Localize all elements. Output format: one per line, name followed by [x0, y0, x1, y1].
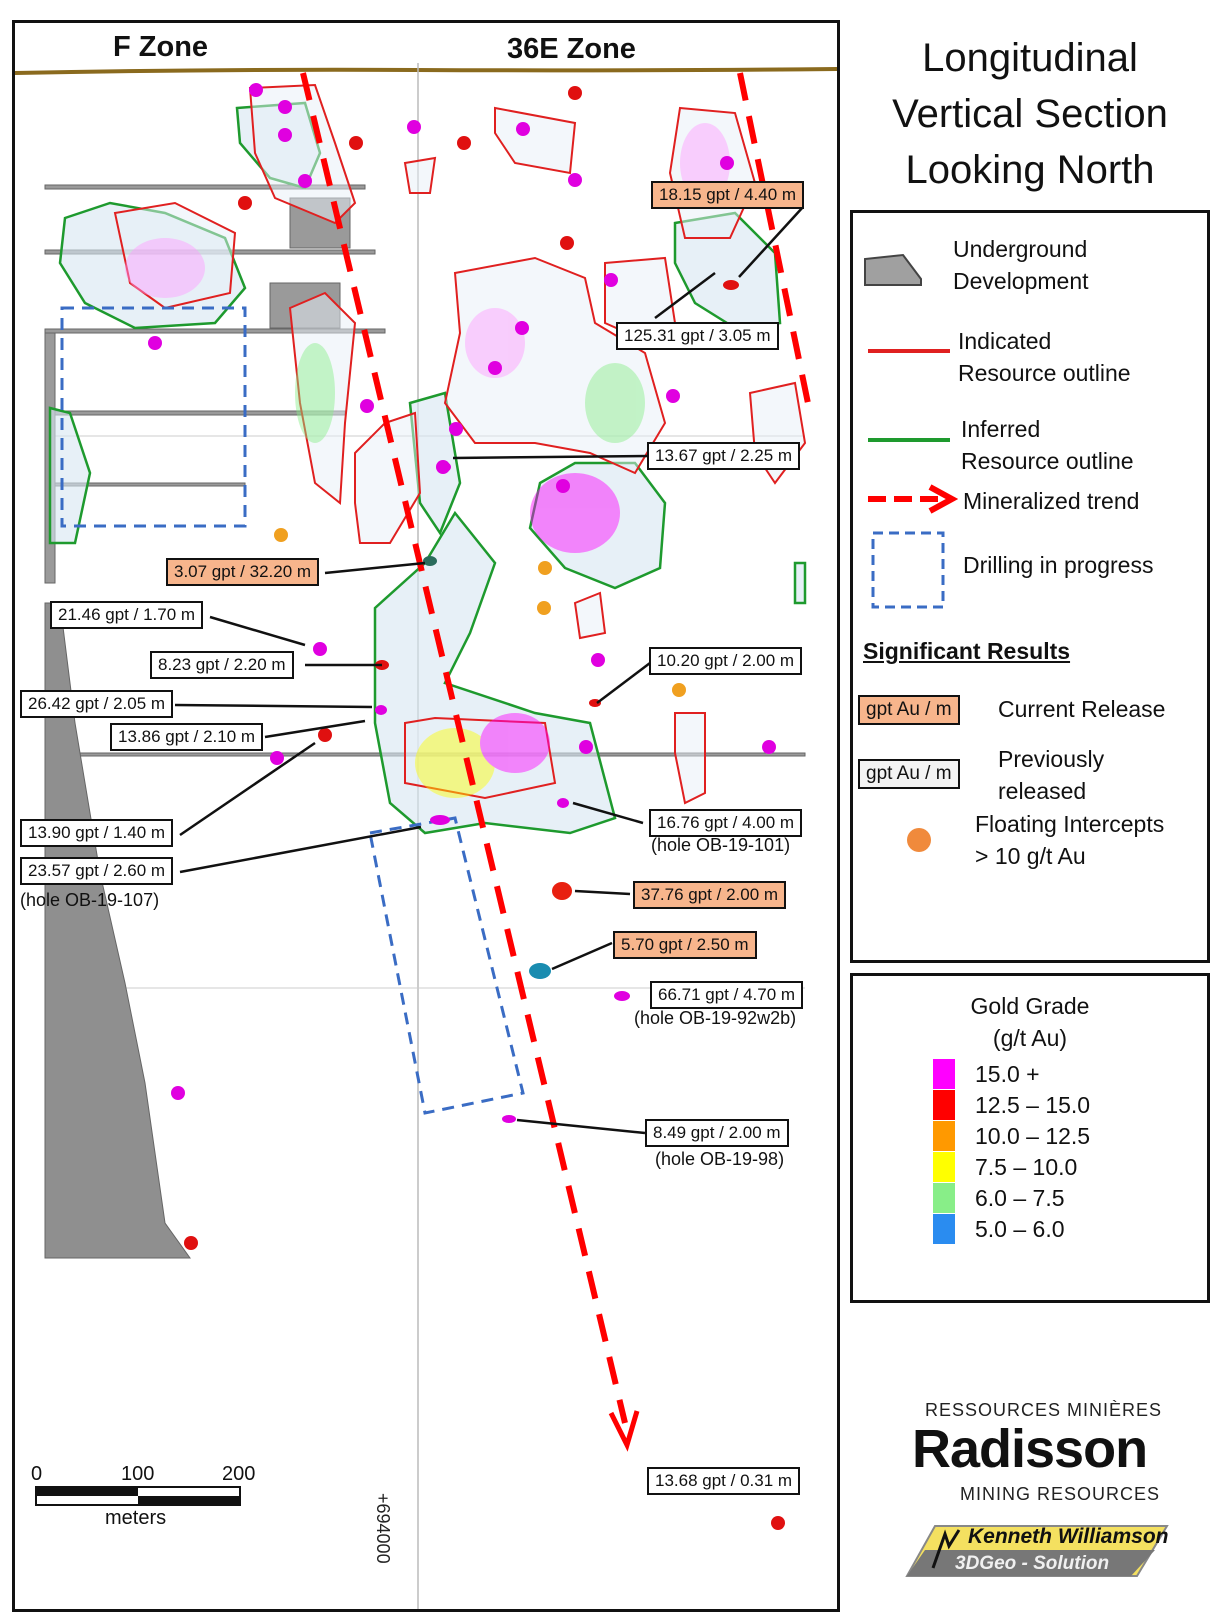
result-label: 5.70 gpt / 2.50 m	[613, 931, 757, 959]
floating-intercept-icon	[907, 828, 931, 852]
grade-label: 12.5 – 15.0	[975, 1091, 1091, 1118]
grade-label: 6.0 – 7.5	[975, 1184, 1065, 1211]
trend-arrowhead	[608, 1410, 640, 1452]
radisson-logo: Radisson	[912, 1419, 1148, 1479]
title-line-3: Looking North	[905, 148, 1155, 192]
legend-previous-label: Previously released	[998, 746, 1105, 804]
result-label: 13.68 gpt / 0.31 m	[647, 1467, 801, 1495]
leader-lines	[174, 206, 804, 1135]
scale-tick-200: 200	[222, 1463, 256, 1485]
pierce-points	[148, 83, 785, 1530]
legend-current-sample: gpt Au / m	[858, 695, 960, 725]
drilling-target-36e-deep	[368, 816, 525, 1115]
result-label: 66.71 gpt / 4.70 m	[650, 981, 804, 1009]
grade-legend-panel: Gold Grade (g/t Au) 15.0 + 12.5 – 15.0 10.…	[850, 973, 1210, 1303]
hole-note: (hole OB-19-92w2b)	[634, 1008, 797, 1028]
grade-row: 7.5 – 10.0	[933, 1152, 1077, 1182]
legend-significant-title: Significant Results	[863, 638, 1071, 664]
partner-name: Kenneth Williamson	[968, 1525, 1169, 1548]
result-label: 23.57 gpt / 2.60 m	[20, 857, 174, 885]
hole-note: (hole OB-19-107)	[20, 890, 160, 910]
legend-inferred: Inferred Resource outline	[961, 416, 1134, 474]
zone-title-f: F Zone	[113, 31, 209, 63]
result-label: 13.90 gpt / 1.40 m	[20, 819, 174, 847]
scale-tick-0: 0	[31, 1463, 43, 1485]
result-label: 26.42 gpt / 2.05 m	[20, 690, 174, 718]
hole-note: (hole OB-19-101)	[651, 835, 791, 855]
scale-bar	[35, 1486, 241, 1506]
legend-previous-sample: gpt Au / m	[858, 759, 960, 789]
legend-underground: Underground Development	[953, 236, 1089, 294]
section-map-canvas	[15, 63, 837, 1609]
grade-row: 12.5 – 15.0	[933, 1090, 1090, 1120]
indicated-outlines	[113, 83, 807, 805]
hole-note: (hole OB-19-98)	[655, 1149, 785, 1169]
grade-swatch	[933, 1059, 955, 1089]
grade-row: 10.0 – 12.5	[933, 1121, 1090, 1151]
result-label: 8.23 gpt / 2.20 m	[150, 651, 294, 679]
result-label: 13.86 gpt / 2.10 m	[110, 723, 264, 751]
scale-tick-100: 100	[121, 1463, 155, 1485]
legend-panel: Underground Development Indicated Resour…	[850, 210, 1210, 963]
grade-swatch	[933, 1214, 955, 1244]
result-label: 37.76 gpt / 2.00 m	[633, 881, 787, 909]
partner-subtitle: 3DGeo - Solution	[955, 1553, 1110, 1574]
grade-row: 5.0 – 6.0	[933, 1214, 1065, 1244]
legend-trend: Mineralized trend	[963, 488, 1140, 514]
grade-swatch	[933, 1121, 955, 1151]
result-label: 18.15 gpt / 4.40 m	[651, 181, 805, 209]
trend-arrow-icon	[868, 484, 958, 514]
legend-indicated: Indicated Resource outline	[958, 328, 1131, 386]
mineralized-trend-east	[737, 72, 813, 414]
partner-logo	[905, 1525, 1169, 1577]
section-title: Longitudinal Vertical Section Looking No…	[855, 30, 1205, 198]
legend-floating: Floating Intercepts > 10 g/t Au	[975, 811, 1165, 869]
grade-row: 6.0 – 7.5	[933, 1183, 1065, 1213]
logo-bottom-text: MINING RESOURCES	[960, 1484, 1161, 1504]
surface-line	[15, 67, 837, 75]
indicated-line-icon	[868, 349, 950, 353]
grade-swatch	[933, 1183, 955, 1213]
drilling-target-f-zone	[60, 306, 247, 528]
underground-development-icon	[864, 253, 922, 286]
grade-label: 15.0 +	[975, 1060, 1040, 1087]
title-line-2: Vertical Section	[892, 92, 1168, 136]
legend-drilling: Drilling in progress	[963, 552, 1154, 578]
grade-swatch	[933, 1152, 955, 1182]
title-line-1: Longitudinal	[922, 36, 1138, 80]
grade-row: 15.0 +	[933, 1059, 1040, 1089]
logo-top-text: RESSOURCES MINIÈRES	[925, 1400, 1163, 1420]
grade-swatch	[933, 1090, 955, 1120]
legend-current-label: Current Release	[998, 696, 1166, 722]
result-label: 3.07 gpt / 32.20 m	[166, 558, 320, 586]
scale-unit: meters	[105, 1507, 167, 1529]
mineralized-trend-main	[300, 72, 628, 1424]
result-label: 10.20 gpt / 2.00 m	[649, 647, 803, 675]
inferred-line-icon	[868, 438, 950, 442]
grid-coordinate-label: +694000	[373, 1493, 393, 1564]
result-label: 16.76 gpt / 4.00 m	[649, 809, 803, 837]
result-label: 21.46 gpt / 1.70 m	[50, 601, 204, 629]
grade-label: 10.0 – 12.5	[975, 1122, 1091, 1149]
zone-title-36e: 36E Zone	[507, 33, 636, 65]
result-label: 13.67 gpt / 2.25 m	[647, 442, 801, 470]
grade-title: Gold Grade (g/t Au)	[970, 993, 1090, 1051]
section-map: F Zone 36E Zone 18.15 gpt / 4.40 m 125.3…	[12, 20, 840, 1612]
grade-label: 7.5 – 10.0	[975, 1153, 1078, 1180]
grade-label: 5.0 – 6.0	[975, 1215, 1065, 1242]
drilling-box-icon	[871, 531, 945, 609]
result-label: 8.49 gpt / 2.00 m	[645, 1119, 789, 1147]
result-label: 125.31 gpt / 3.05 m	[616, 322, 779, 350]
